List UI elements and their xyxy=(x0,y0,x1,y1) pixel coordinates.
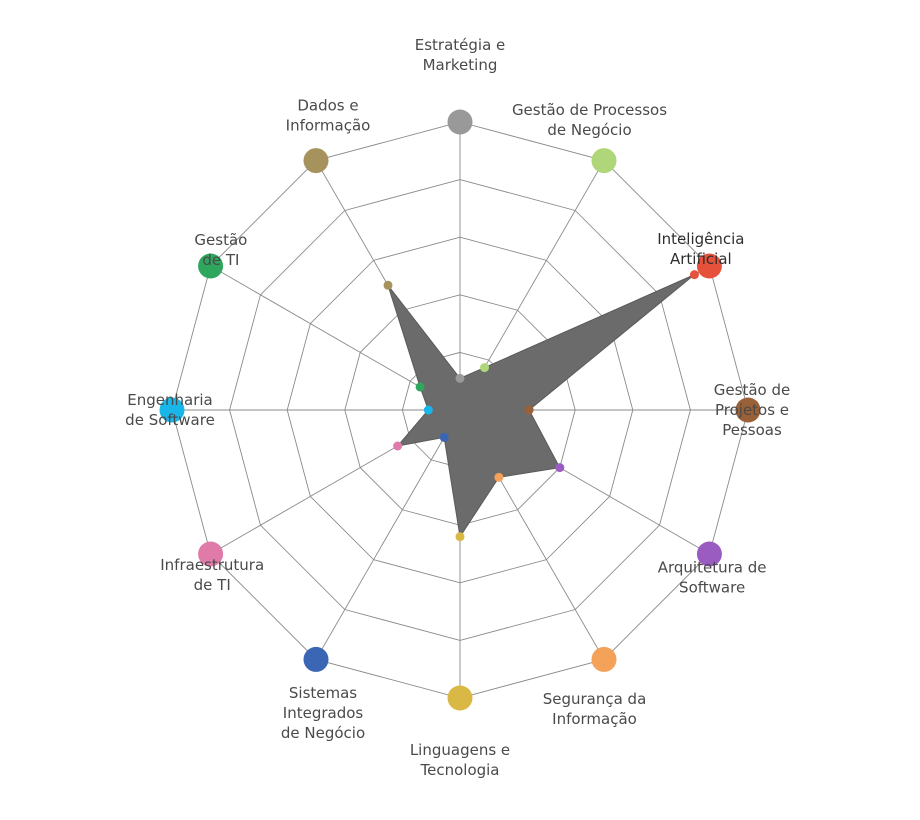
value-dot-4 xyxy=(524,405,534,415)
axis-label-1: Estratégia e Marketing xyxy=(415,36,506,74)
value-dot-2 xyxy=(479,363,489,373)
axis-dot-4 xyxy=(735,397,761,423)
axis-label-line: Linguagens e xyxy=(410,741,510,759)
axis-label-line: de Negócio xyxy=(281,724,365,742)
axis-label-line: Segurança da xyxy=(543,690,647,708)
axis-dot-1 xyxy=(447,109,473,135)
value-dot-10 xyxy=(423,405,433,415)
axis-label-line: Software xyxy=(679,579,745,597)
axis-label-line: Dados e xyxy=(297,97,358,115)
axis-label-line: Estratégia e xyxy=(415,36,506,54)
axis-label-line: Marketing xyxy=(423,56,498,74)
axis-dot-8 xyxy=(303,646,329,672)
axis-dot-11 xyxy=(198,253,224,279)
axis-label-line: Artificial xyxy=(670,250,732,268)
data-area xyxy=(387,274,695,539)
axis-marker-layer xyxy=(159,109,761,711)
axis-label-line: de TI xyxy=(194,576,231,594)
axis-label-10: Engenharia de Software xyxy=(125,391,215,429)
axis-label-5: Arquitetura de Software xyxy=(658,559,767,597)
axis-label-line: Gestão xyxy=(194,231,247,249)
axis-label-line: Informação xyxy=(286,117,371,135)
value-dot-7 xyxy=(455,532,465,542)
axis-dot-6 xyxy=(591,646,617,672)
spoke-8 xyxy=(315,409,461,660)
axis-label-line: Projetos e xyxy=(715,401,789,419)
axis-dot-2 xyxy=(591,148,617,174)
axis-label-line: Infraestrutura xyxy=(160,556,264,574)
axis-label-2: Gestão de Processos de Negócio xyxy=(512,101,667,139)
axis-label-12: Dados e Informação xyxy=(286,97,371,135)
axis-dot-10 xyxy=(159,397,185,423)
value-dot-12 xyxy=(383,280,393,290)
axis-dot-7 xyxy=(447,685,473,711)
axis-label-line: Arquitetura de xyxy=(658,559,767,577)
axis-label-line: Tecnologia xyxy=(420,761,500,779)
axis-label-11: Gestão de TI xyxy=(194,231,247,269)
axis-dot-12 xyxy=(303,148,329,174)
axis-label-7: Linguagens e Tecnologia xyxy=(410,741,510,779)
axis-dot-5 xyxy=(696,541,722,567)
axis-label-line: Pessoas xyxy=(722,421,782,439)
axis-label-line: de Negócio xyxy=(547,121,631,139)
axis-label-6: Segurança da Informação xyxy=(543,690,647,728)
axis-label-4: Gestão de Projetos e Pessoas xyxy=(714,381,790,439)
axis-dot-3 xyxy=(696,253,722,279)
data-area-layer xyxy=(387,274,695,539)
axis-label-line: Integrados xyxy=(283,704,364,722)
axis-label-9: Infraestrutura de TI xyxy=(160,556,264,594)
axis-label-line: Gestão de xyxy=(714,381,790,399)
axis-label-line: de Software xyxy=(125,411,215,429)
axis-label-line: de TI xyxy=(202,251,239,269)
value-dot-1 xyxy=(455,373,465,383)
axis-label-line: Engenharia xyxy=(127,391,212,409)
value-dot-6 xyxy=(494,472,504,482)
value-dot-8 xyxy=(439,432,449,442)
axis-label-line: Informação xyxy=(552,710,637,728)
value-dot-5 xyxy=(555,463,565,473)
value-dot-3 xyxy=(689,270,699,280)
value-dot-11 xyxy=(415,382,425,392)
value-dot-9 xyxy=(393,441,403,451)
axis-label-line: Inteligência xyxy=(657,230,744,248)
axis-label-line: Sistemas xyxy=(289,684,357,702)
axis-label-line: Gestão de Processos xyxy=(512,101,667,119)
axis-dot-9 xyxy=(198,541,224,567)
